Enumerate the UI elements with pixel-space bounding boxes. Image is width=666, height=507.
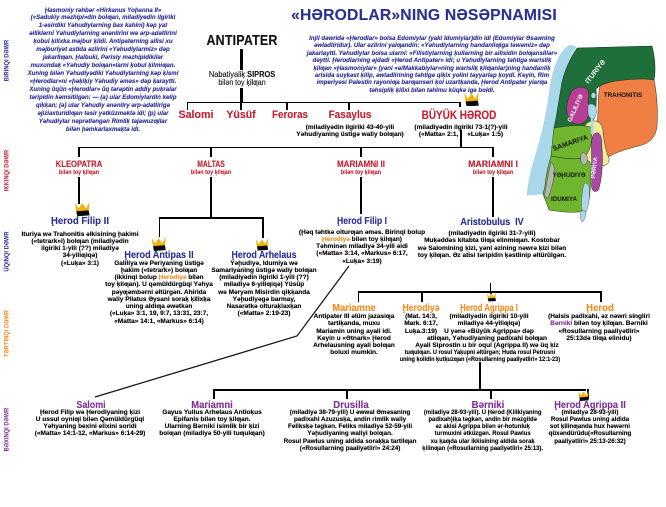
svg-text:PƏRIYA: PƏRIYA: [591, 156, 600, 179]
svg-text:TRAHONITIS: TRAHONITIS: [604, 92, 642, 99]
svg-text:YƏḨUDIYƏ: YƏḨUDIYƏ: [553, 172, 586, 179]
svg-text:IDUMIYA: IDUMIYA: [551, 196, 577, 203]
